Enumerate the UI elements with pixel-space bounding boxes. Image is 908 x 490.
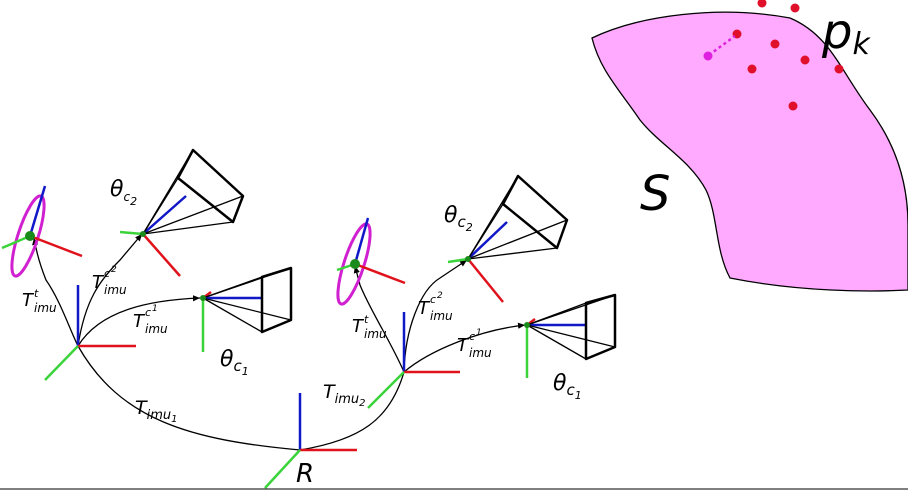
points-pk bbox=[703, 0, 844, 111]
label-T-c1-imu-left: T c 1 imu bbox=[133, 304, 168, 336]
svg-text:c: c bbox=[469, 330, 475, 343]
label-theta-c1-left: θc1 bbox=[220, 347, 249, 378]
point bbox=[790, 3, 800, 13]
svg-text:T: T bbox=[418, 298, 431, 319]
svg-text:T: T bbox=[457, 335, 470, 356]
svg-text:T: T bbox=[133, 311, 146, 332]
label-T-c2-imu-left: T c 2 imu bbox=[92, 265, 127, 297]
svg-text:T: T bbox=[92, 272, 105, 293]
svg-text:imu: imu bbox=[104, 283, 127, 297]
svg-text:1: 1 bbox=[152, 304, 158, 314]
svg-text:2: 2 bbox=[437, 291, 443, 301]
svg-text:t: t bbox=[364, 313, 369, 326]
svg-text:T: T bbox=[352, 316, 365, 337]
label-pk: pk bbox=[821, 4, 871, 62]
svg-text:t: t bbox=[34, 287, 39, 300]
frame-imu2 bbox=[367, 312, 460, 409]
svg-text:2: 2 bbox=[111, 265, 117, 275]
label-surface-s: S bbox=[640, 166, 670, 222]
label-T-c1-imu-right: T c 1 imu bbox=[457, 328, 492, 360]
camera-c2-left bbox=[119, 148, 245, 277]
camera-c1-left bbox=[200, 266, 293, 352]
target-left bbox=[1, 185, 83, 278]
transform-curves bbox=[32, 233, 526, 451]
curve-tc1-right bbox=[403, 322, 526, 373]
projected-point bbox=[703, 51, 713, 61]
curve-tt-left bbox=[32, 237, 79, 347]
svg-text:c: c bbox=[145, 306, 151, 319]
projection-line bbox=[708, 34, 736, 57]
svg-text:imu: imu bbox=[364, 327, 387, 341]
label-T-imu2: Timu2 bbox=[323, 381, 366, 409]
camera-c1-right bbox=[524, 293, 617, 378]
curve-tt-right bbox=[353, 265, 405, 373]
svg-text:imu: imu bbox=[430, 309, 453, 323]
frame-R bbox=[264, 393, 357, 489]
label-T-imu1: Timu1 bbox=[135, 397, 178, 425]
surface-s bbox=[591, 11, 908, 292]
svg-text:T: T bbox=[22, 290, 35, 311]
label-theta-c1-right: θc1 bbox=[553, 371, 582, 402]
target-right bbox=[336, 217, 406, 306]
svg-text:imu: imu bbox=[145, 322, 168, 336]
point bbox=[757, 0, 767, 8]
curve-T-imu2 bbox=[299, 371, 405, 451]
point bbox=[800, 55, 810, 65]
label-T-t-imu-right: T t imu bbox=[352, 313, 387, 341]
label-R: R bbox=[296, 459, 314, 489]
point bbox=[770, 39, 780, 49]
curve-T-imu1 bbox=[77, 345, 301, 451]
label-T-c2-imu-right: T c 2 imu bbox=[418, 291, 453, 323]
point bbox=[788, 101, 798, 111]
svg-text:imu: imu bbox=[34, 301, 57, 315]
svg-text:imu: imu bbox=[469, 346, 492, 360]
camera-c2-right bbox=[447, 174, 569, 303]
svg-text:c: c bbox=[104, 267, 110, 280]
svg-text:1: 1 bbox=[476, 328, 482, 338]
curve-tc1-left bbox=[77, 295, 201, 347]
frame-imu1 bbox=[44, 285, 136, 381]
svg-text:c: c bbox=[430, 293, 436, 306]
label-T-t-imu-left: T t imu bbox=[22, 287, 57, 315]
point bbox=[834, 64, 844, 74]
label-theta-c2-right: θc2 bbox=[444, 203, 473, 234]
point bbox=[747, 64, 757, 74]
curve-tc2-left bbox=[77, 233, 143, 347]
label-theta-c2-left: θc2 bbox=[110, 177, 137, 208]
